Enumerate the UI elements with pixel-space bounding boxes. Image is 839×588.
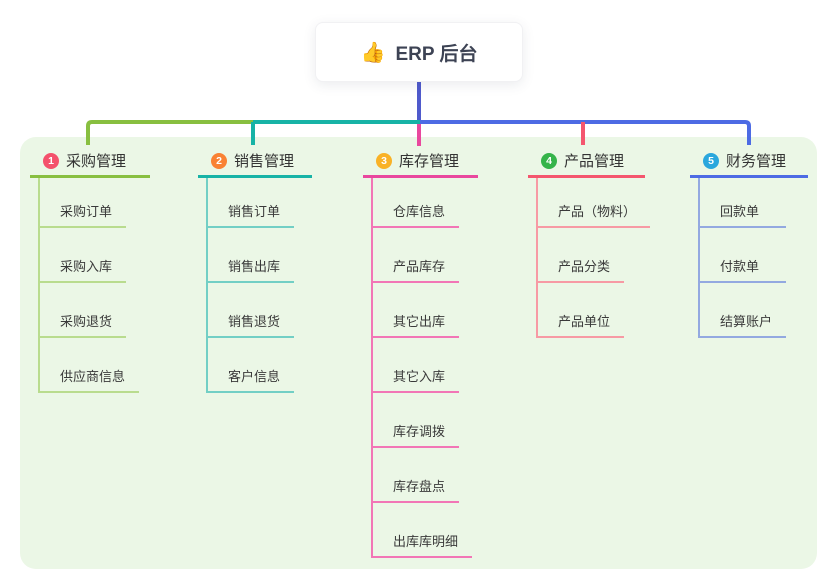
child-node[interactable]: 供应商信息: [40, 338, 140, 393]
child-node[interactable]: 其它入库: [373, 338, 460, 393]
child-node[interactable]: 客户信息: [208, 338, 295, 393]
child-node-label: 付款单: [720, 259, 760, 274]
branch-node-5[interactable]: 5 财务管理: [690, 146, 808, 178]
child-node-label: 产品库存: [393, 259, 446, 274]
child-node-label: 产品单位: [558, 314, 611, 329]
child-node-label: 产品分类: [558, 259, 611, 274]
child-node[interactable]: 仓库信息: [373, 178, 460, 228]
branch-children-group: 仓库信息产品库存其它出库其它入库库存调拨库存盘点出库库明细: [371, 178, 473, 558]
branch-node-2[interactable]: 2 销售管理: [198, 146, 312, 178]
child-node[interactable]: 其它出库: [373, 283, 460, 338]
child-node-label: 供应商信息: [60, 369, 126, 384]
child-node-label: 其它入库: [393, 369, 446, 384]
child-node-label: 其它出库: [393, 314, 446, 329]
branch-number-badge: 2: [211, 152, 227, 169]
branch-number-badge: 1: [43, 152, 59, 169]
branch-node-1[interactable]: 1 采购管理: [30, 146, 150, 178]
child-node[interactable]: 产品单位: [538, 283, 625, 338]
child-node-label: 销售出库: [228, 259, 281, 274]
child-node-label: 库存盘点: [393, 479, 446, 494]
thumbs-up-icon: 👍: [360, 41, 386, 64]
branch-label: 财务管理: [726, 153, 787, 170]
child-node[interactable]: 付款单: [700, 228, 786, 283]
branch-node-4[interactable]: 4 产品管理: [528, 146, 645, 178]
child-node[interactable]: 采购退货: [40, 283, 127, 338]
branch-node-3[interactable]: 3 库存管理: [363, 146, 478, 178]
child-node-label: 采购入库: [60, 259, 113, 274]
child-node-label: 产品（物料）: [558, 204, 637, 219]
child-node[interactable]: 产品（物料）: [538, 178, 651, 228]
child-node[interactable]: 销售退货: [208, 283, 295, 338]
branch-label: 产品管理: [564, 153, 625, 170]
branch-children-group: 采购订单采购入库采购退货供应商信息: [38, 178, 140, 393]
child-node-label: 结算账户: [720, 314, 773, 329]
branch-label: 库存管理: [399, 153, 460, 170]
branch-number-badge: 4: [541, 152, 557, 169]
branch-label: 采购管理: [66, 153, 127, 170]
child-node[interactable]: 回款单: [700, 178, 786, 228]
child-node[interactable]: 产品分类: [538, 228, 625, 283]
branch-children-group: 销售订单销售出库销售退货客户信息: [206, 178, 295, 393]
branch-number-badge: 3: [376, 152, 392, 169]
child-node-label: 销售订单: [228, 204, 281, 219]
child-node-label: 仓库信息: [393, 204, 446, 219]
branch-children-group: 产品（物料） 产品分类产品单位: [536, 178, 651, 338]
child-node-label: 回款单: [720, 204, 760, 219]
child-node[interactable]: 采购入库: [40, 228, 127, 283]
root-node-label: ERP 后台: [395, 43, 478, 65]
child-node-label: 客户信息: [228, 369, 281, 384]
child-node[interactable]: 出库库明细: [373, 503, 473, 558]
child-node[interactable]: 销售出库: [208, 228, 295, 283]
child-node[interactable]: 采购订单: [40, 178, 127, 228]
branch-children-group: 回款单付款单结算账户: [698, 178, 787, 338]
child-node-label: 销售退货: [228, 314, 281, 329]
child-node[interactable]: 库存调拨: [373, 393, 460, 448]
child-node-label: 出库库明细: [393, 534, 459, 549]
child-node-label: 库存调拨: [393, 424, 446, 439]
child-node[interactable]: 销售订单: [208, 178, 295, 228]
root-node-erp[interactable]: 👍 ERP 后台: [315, 22, 523, 82]
child-node[interactable]: 结算账户: [700, 283, 787, 338]
branch-number-badge: 5: [703, 152, 719, 169]
child-node[interactable]: 库存盘点: [373, 448, 460, 503]
child-node-label: 采购退货: [60, 314, 113, 329]
branches-background-panel: [20, 137, 817, 569]
child-node[interactable]: 产品库存: [373, 228, 460, 283]
child-node-label: 采购订单: [60, 204, 113, 219]
branch-label: 销售管理: [234, 153, 295, 170]
